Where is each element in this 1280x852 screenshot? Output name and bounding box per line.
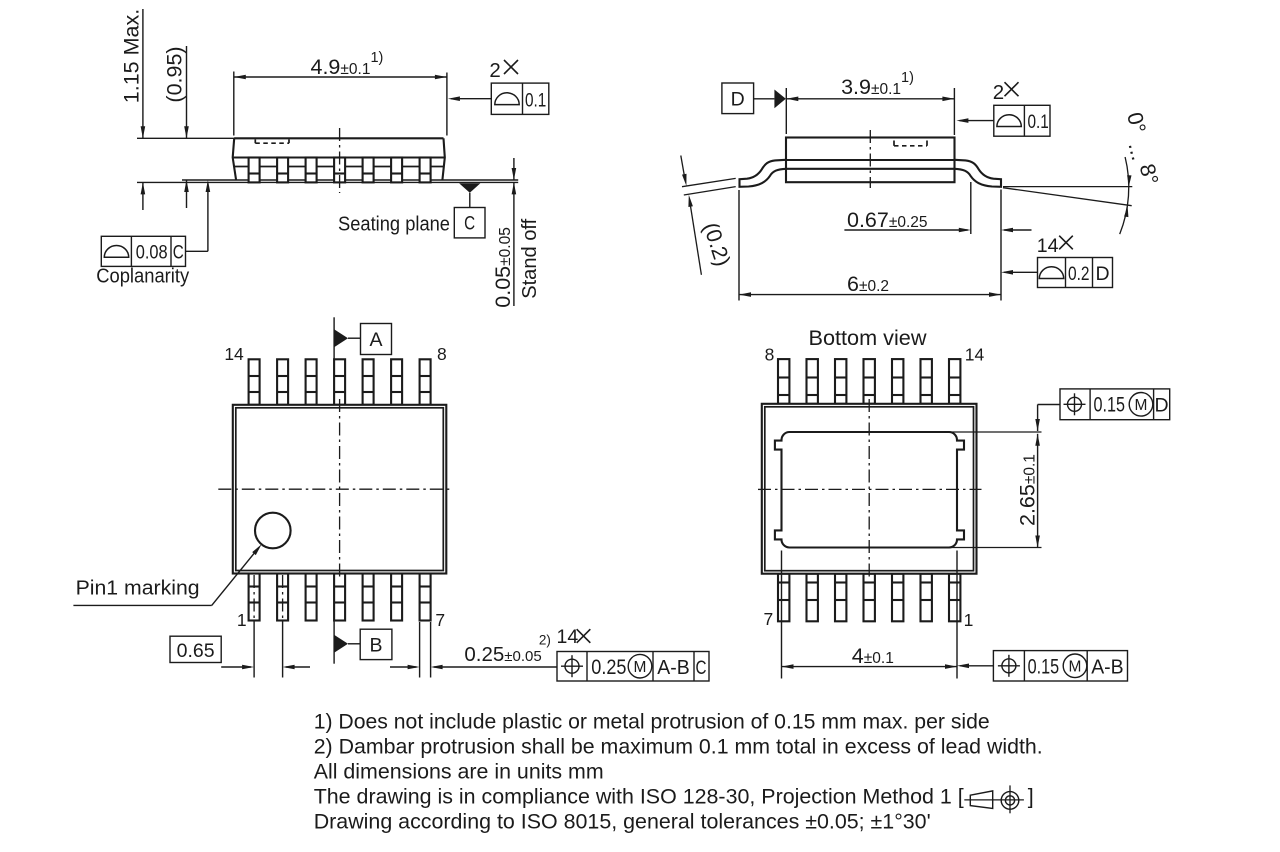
- svg-text:0.2: 0.2: [1068, 263, 1090, 285]
- svg-text:0.1: 0.1: [1028, 111, 1049, 133]
- svg-text:8: 8: [437, 344, 447, 364]
- svg-text:C: C: [696, 657, 707, 679]
- svg-text:2) Dambar protrusion shall be: 2) Dambar protrusion shall be maximum 0.…: [314, 735, 1043, 759]
- svg-text:M: M: [634, 659, 647, 676]
- svg-text:0.1: 0.1: [525, 89, 546, 111]
- svg-text:The drawing is in compliance w: The drawing is in compliance with ISO 12…: [314, 785, 964, 809]
- svg-text:14: 14: [224, 344, 244, 364]
- svg-text:1.15 Max.: 1.15 Max.: [120, 9, 144, 103]
- svg-text:7: 7: [435, 610, 445, 630]
- svg-text:M: M: [1135, 397, 1148, 414]
- svg-text:A: A: [369, 329, 382, 351]
- svg-text:14: 14: [1037, 235, 1059, 257]
- svg-text:0.15: 0.15: [1094, 393, 1126, 417]
- svg-text:Coplanarity: Coplanarity: [96, 266, 189, 288]
- svg-text:8: 8: [765, 345, 775, 365]
- svg-text:D: D: [1154, 395, 1168, 417]
- svg-text:D: D: [731, 89, 745, 111]
- svg-text:M: M: [1069, 658, 1082, 675]
- svg-text:All dimensions are in units mm: All dimensions are in units mm: [314, 760, 604, 784]
- svg-text:Drawing according to ISO 8015,: Drawing according to ISO 8015, general t…: [314, 810, 931, 834]
- svg-text:B: B: [369, 635, 382, 657]
- svg-text:0.65: 0.65: [177, 640, 215, 662]
- svg-text:A-B: A-B: [657, 656, 689, 679]
- svg-text:C: C: [173, 242, 184, 264]
- svg-text:2: 2: [993, 81, 1004, 104]
- svg-text:Pin1 marking: Pin1 marking: [76, 578, 200, 600]
- svg-text:D: D: [1095, 263, 1109, 285]
- svg-text:(0.95): (0.95): [163, 46, 187, 102]
- svg-text:Seating plane: Seating plane: [338, 214, 450, 236]
- svg-text:Bottom view: Bottom view: [809, 327, 928, 350]
- svg-text:...: ...: [1123, 140, 1151, 163]
- svg-text:]: ]: [1028, 785, 1034, 809]
- svg-text:A-B: A-B: [1091, 656, 1123, 679]
- svg-text:14: 14: [965, 345, 985, 365]
- svg-text:2.65±0.1: 2.65±0.1: [1016, 454, 1040, 526]
- svg-text:1: 1: [964, 610, 974, 630]
- svg-text:1) Does not include plastic or: 1) Does not include plastic or metal pro…: [314, 710, 990, 734]
- svg-text:Stand off: Stand off: [518, 219, 541, 299]
- svg-text:2: 2: [489, 59, 500, 82]
- svg-text:7: 7: [764, 609, 774, 629]
- svg-text:0.15: 0.15: [1028, 655, 1060, 679]
- svg-text:C: C: [464, 213, 475, 235]
- svg-text:2): 2): [539, 633, 551, 648]
- svg-text:1: 1: [237, 610, 247, 630]
- svg-text:14: 14: [557, 626, 579, 648]
- svg-text:0.67±0.25: 0.67±0.25: [847, 208, 928, 232]
- svg-text:0.25±0.05: 0.25±0.05: [464, 643, 541, 666]
- svg-text:0.25: 0.25: [591, 655, 626, 679]
- svg-text:0.08: 0.08: [136, 242, 168, 264]
